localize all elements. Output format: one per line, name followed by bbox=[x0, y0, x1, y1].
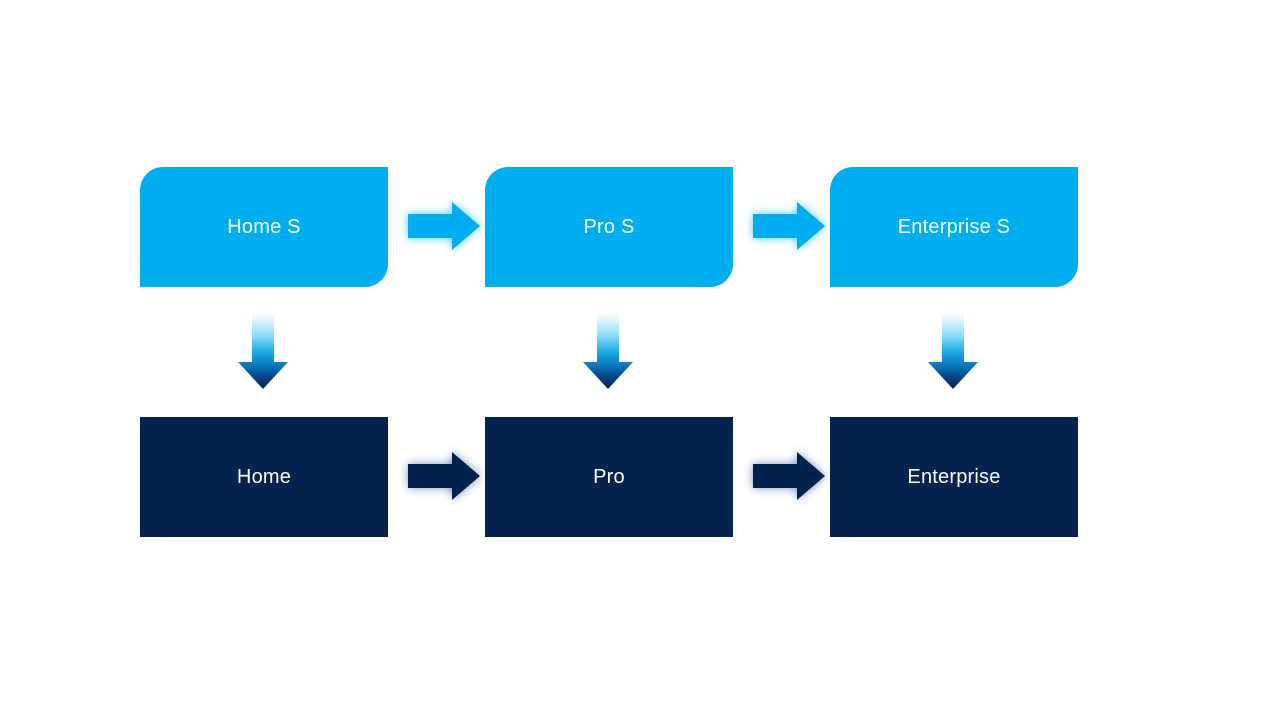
node-label: Home bbox=[236, 466, 292, 488]
connector-pro-to-enterprise bbox=[743, 444, 835, 508]
node-label: Home S bbox=[227, 216, 301, 238]
arrow-right-icon bbox=[408, 202, 480, 250]
node-pro[interactable]: Pro bbox=[485, 417, 733, 537]
node-home-s[interactable]: Home S bbox=[140, 167, 388, 287]
arrow-right-icon bbox=[753, 452, 825, 500]
connector-home-to-pro bbox=[398, 444, 490, 508]
arrow-down-icon bbox=[238, 312, 288, 389]
connector-home-s-to-home bbox=[230, 300, 296, 394]
node-label: Pro bbox=[593, 466, 625, 488]
arrow-down-icon bbox=[583, 312, 633, 389]
node-enterprise-s[interactable]: Enterprise S bbox=[830, 167, 1078, 287]
connector-home-s-to-pro-s bbox=[398, 194, 490, 258]
node-label: Enterprise S bbox=[897, 216, 1011, 238]
node-pro-s[interactable]: Pro S bbox=[485, 167, 733, 287]
connector-pro-s-to-enterprise-s bbox=[743, 194, 835, 258]
node-label: Enterprise bbox=[907, 466, 1001, 488]
arrow-down-icon bbox=[928, 312, 978, 389]
connector-pro-s-to-pro bbox=[575, 300, 641, 394]
node-enterprise[interactable]: Enterprise bbox=[830, 417, 1078, 537]
node-home[interactable]: Home bbox=[140, 417, 388, 537]
node-label: Pro S bbox=[583, 216, 635, 238]
arrow-right-icon bbox=[408, 452, 480, 500]
connector-enterprise-s-to-enterprise bbox=[920, 300, 986, 394]
arrow-right-icon bbox=[753, 202, 825, 250]
